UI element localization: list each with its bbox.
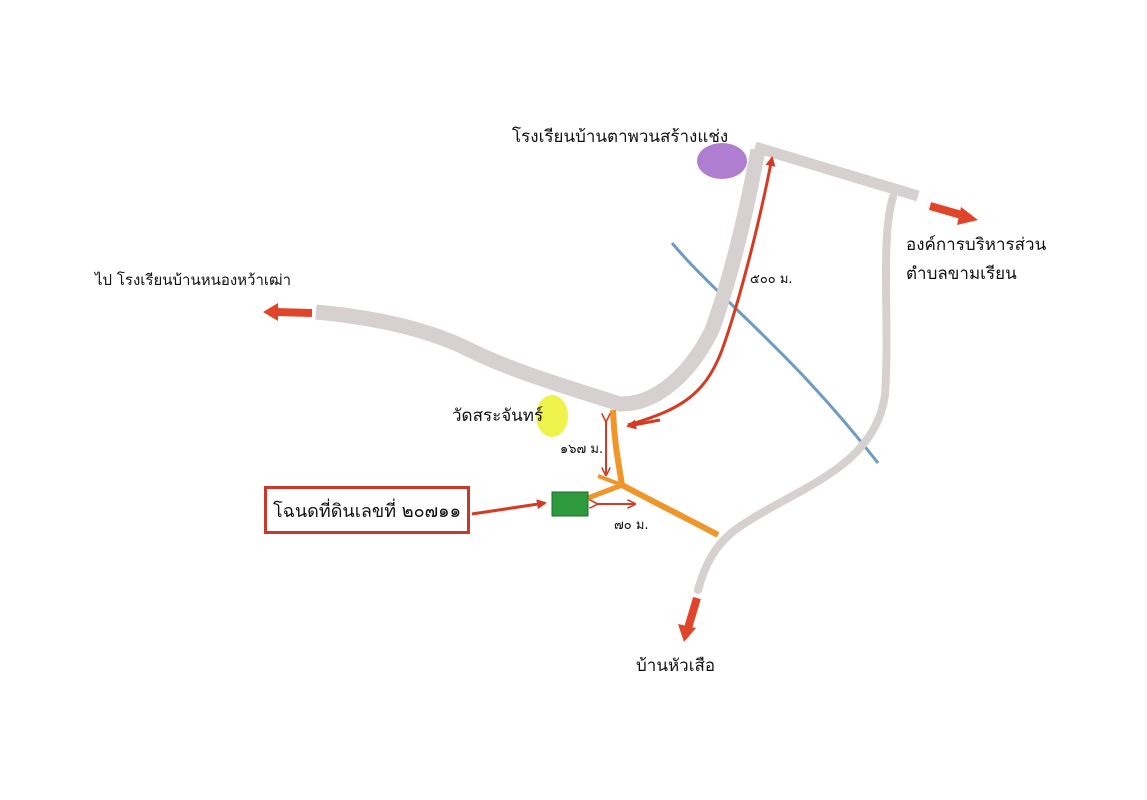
lane-main [610,409,720,538]
school-marker [697,143,747,179]
canal-line [670,242,880,464]
arrow-east [928,202,978,225]
plot-marker [551,491,589,517]
sao-label-line2: ตำบลขามเรียน [906,264,1017,284]
arrow-south [678,596,701,642]
village-south-label: บ้านหัวเสือ [636,656,716,676]
arrow-west [263,303,313,321]
distance-label-500m: ๕๐๐ ม. [750,272,793,287]
deed-pointer-arrow [471,499,547,516]
distance-label-70m: ๗๐ ม. [614,518,649,533]
temple-marker [536,395,568,437]
deed-label: โฉนดที่ดินเลขที่ ๒๐๗๑๑ [272,500,462,522]
lane-branch-west [597,474,623,487]
sao-label-line1: องค์การบริหารส่วน [906,235,1047,255]
road-south-curve [694,193,897,594]
main-road-east [753,141,920,202]
distance-label-167m: ๑๖๗ ม. [560,442,604,457]
main-road-west [315,148,766,412]
route-arrow-start [626,418,661,430]
route-arrow-500m [627,156,776,427]
lane-branch-plot [587,482,623,501]
temple-label: วัดสระจันทร์ [452,406,544,426]
school-west-label: ไป โรงเรียนบ้านหนองหว้าเฒ่า [95,271,292,289]
school-north-label: โรงเรียนบ้านตาพวนสร้างแช่ง [512,127,729,147]
deed-label-box: โฉนดที่ดินเลขที่ ๒๐๗๑๑ [264,486,470,534]
